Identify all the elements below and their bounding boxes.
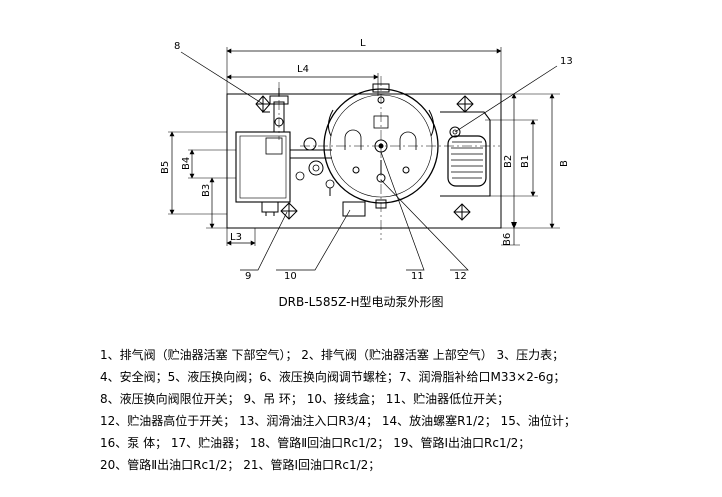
- dim-label-B3: B3: [201, 184, 212, 197]
- callout-8: 8: [174, 41, 180, 52]
- dim-label-L3: L3: [230, 232, 242, 243]
- callout-11: 11: [411, 271, 424, 282]
- dim-label-L: L: [360, 38, 366, 49]
- base-plate: [226, 93, 502, 229]
- pump-block: [440, 111, 491, 197]
- dim-label-B: B: [559, 160, 570, 167]
- callout-10: 10: [284, 271, 297, 282]
- callout-13: 13: [560, 56, 573, 67]
- callout-12: 12: [454, 271, 467, 282]
- figure-caption: DRB-L585Z-H型电动泵外形图: [278, 295, 444, 309]
- legend-line-5: 16、泵 体； 17、贮油器； 18、管路Ⅱ回油口Rc1/2； 19、管路Ⅰ出油…: [100, 436, 531, 450]
- legend-line-1: 1、排气阀（贮油器活塞 下部空气）； 2、排气阀（贮油器活塞 上部空气） 3、压…: [100, 348, 565, 362]
- dim-label-B2: B2: [503, 155, 514, 168]
- dim-label-B4: B4: [181, 157, 192, 170]
- legend-line-2: 4、安全阀；5、液压换向阀；6、液压换向阀调节螺栓；7、润滑脂补给口M33×2-…: [100, 370, 566, 384]
- junction-box: [342, 201, 366, 217]
- bolt-symbol-top-right: [456, 95, 474, 113]
- dim-label-B1: B1: [520, 155, 531, 168]
- pump-outline-drawing: L L4 L3 B B1 B2 B3 B4 B5 B6 8 13 9 10 11…: [160, 38, 573, 282]
- dim-label-L4: L4: [297, 64, 309, 75]
- dim-label-B5: B5: [160, 161, 171, 174]
- legend-line-6: 20、管路Ⅱ出油口Rc1/2； 21、管路Ⅰ回油口Rc1/2；: [100, 458, 381, 472]
- parts-legend: 1、排气阀（贮油器活塞 下部空气）； 2、排气阀（贮油器活塞 上部空气） 3、压…: [100, 344, 576, 476]
- legend-line-4: 12、贮油器高位于开关； 13、润滑油注入口R3/4； 14、放油螺塞R1/2；…: [100, 414, 576, 428]
- bolt-symbol-bottom-left: [280, 202, 298, 220]
- bolt-symbol-bottom-right: [453, 203, 471, 221]
- legend-line-3: 8、液压换向阀限位开关； 9、吊 环； 10、接线盒； 11、贮油器低位开关；: [100, 392, 510, 406]
- dim-label-B6: B6: [502, 233, 513, 246]
- callout-9: 9: [245, 271, 251, 282]
